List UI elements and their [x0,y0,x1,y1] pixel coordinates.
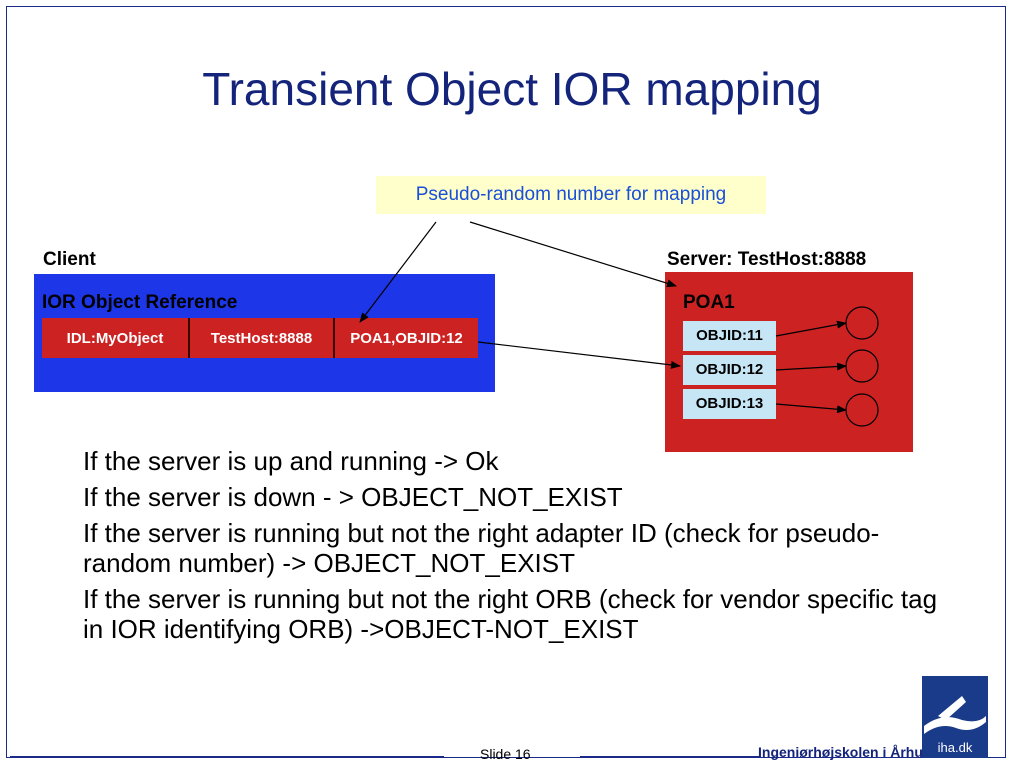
poa-label: POA1 [683,292,735,313]
footer-rule-right [580,756,760,757]
bullet-item: If the server is running but not the rig… [83,518,880,578]
bullet-item: If the server is up and running -> Ok [83,446,499,476]
ior-row: IDL:MyObject TestHost:8888 POA1,OBJID:12 [42,318,478,358]
servant-circle-1 [845,306,879,340]
bullet-item: If the server is down - > OBJECT_NOT_EXI… [83,482,623,512]
arrow-key-to-objid [477,341,681,369]
arrow-objid-13 [775,403,847,414]
arrow-objid-11 [775,320,847,337]
slide-number: Slide 16 [480,746,531,762]
logo-text: iha.dk [938,740,973,755]
objid-12: OBJID:12 [683,355,776,385]
objid-13: OBJID:13 [683,389,776,419]
arrow-callout-to-key [359,221,437,323]
client-header: Client [43,249,96,270]
slide-title: Transient Object IOR mapping [202,63,822,115]
ior-cell-host: TestHost:8888 [188,318,333,358]
servant-circle-2 [845,349,879,383]
footer-rule-left [10,756,444,757]
callout-note: Pseudo-random number for mapping [376,176,766,214]
objid-11: OBJID:11 [683,321,776,351]
server-header: Server: TestHost:8888 [667,249,867,270]
ior-cell-key: POA1,OBJID:12 [333,318,478,358]
arrow-objid-12 [775,362,847,371]
servant-circle-3 [845,393,879,427]
bullet-item: If the server is running but not the rig… [83,584,938,644]
ior-cell-type: IDL:MyObject [66,329,164,347]
school-name: Ingeniørhøjskolen i Århus [758,744,931,760]
bullet-list: If the server is up and running -> Ok If… [83,446,963,650]
slide-frame [6,6,1006,758]
ior-label: IOR Object Reference [42,292,238,313]
iha-logo: iha.dk [922,676,988,758]
arrow-callout-to-poa [469,221,677,288]
